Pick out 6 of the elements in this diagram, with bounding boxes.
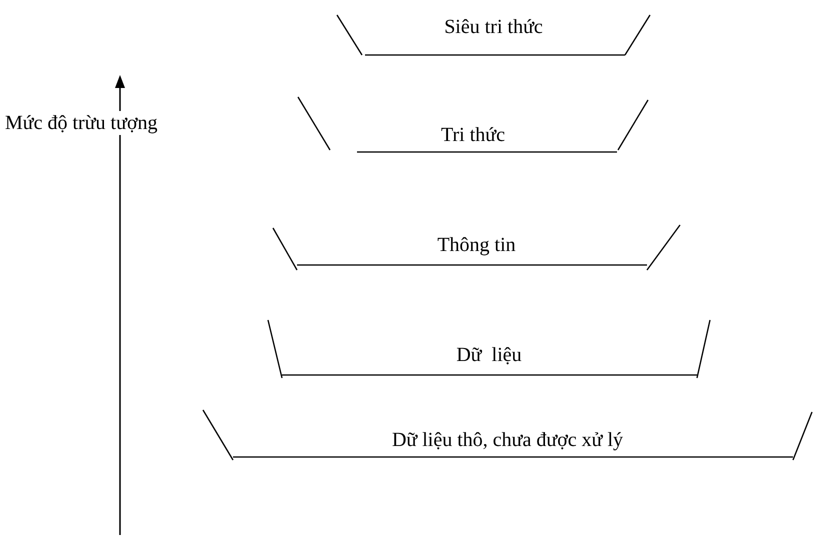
level-label: Siêu tri thức bbox=[444, 16, 543, 38]
level-label: Tri thức bbox=[440, 124, 505, 146]
level-label: Dữ liệu thô, chưa được xử lý bbox=[392, 429, 624, 451]
level-label: Thông tin bbox=[437, 234, 516, 256]
level-label: Dữ liệu bbox=[456, 344, 522, 366]
axis-label: Mức độ trừu tượng bbox=[5, 111, 158, 135]
